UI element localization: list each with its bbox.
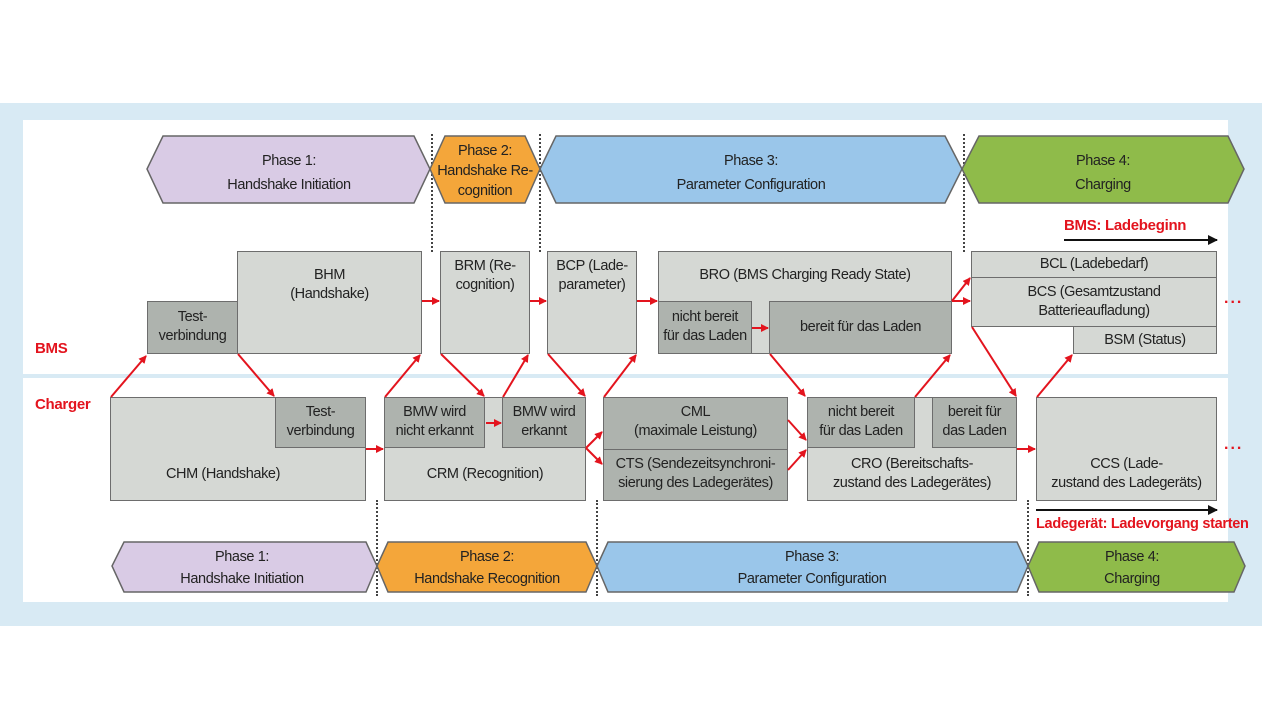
bms-bro-not-ready: nicht bereit für das Laden bbox=[658, 301, 752, 354]
charger-continue-ellipsis: ... bbox=[1224, 436, 1244, 453]
phase-subtitle: Parameter Configuration bbox=[738, 571, 887, 587]
box-text: BCL (Ladebedarf) bbox=[1039, 256, 1149, 272]
box-text: BSM (Status) bbox=[1104, 332, 1186, 348]
box-text: verbindung bbox=[286, 423, 355, 439]
box-text: CRM (Recognition) bbox=[426, 466, 544, 482]
box-text: BHM bbox=[313, 267, 346, 283]
bms-bro-ready: bereit für das Laden bbox=[769, 301, 952, 354]
box-text: BMW wird bbox=[512, 404, 576, 420]
charger-cts-time-sync: CTS (Sendezeitsynchroni- sierung des Lad… bbox=[603, 449, 788, 501]
box-text: Test- bbox=[177, 309, 208, 325]
box-text: BMW wird bbox=[403, 404, 466, 420]
box-text: (maximale Leistung) bbox=[634, 423, 757, 439]
charger-start-label: Ladegerät: Ladevorgang starten bbox=[1036, 516, 1249, 532]
charger-cml-max-power: CML (maximale Leistung) bbox=[603, 397, 788, 450]
phase-title: Phase 3: bbox=[785, 549, 839, 565]
bms-test-connection: Test- verbindung bbox=[147, 301, 238, 354]
phase-separator bbox=[431, 134, 433, 252]
box-text: CCS (Lade- bbox=[1090, 456, 1163, 472]
phase-separator bbox=[1027, 500, 1029, 596]
box-text: CTS (Sendezeitsynchroni- bbox=[615, 456, 776, 472]
box-text: nicht bereit bbox=[827, 404, 895, 420]
bottom-phase-3: Phase 3: Parameter Configuration bbox=[596, 541, 1029, 593]
box-text: BCP (Lade- bbox=[556, 258, 628, 274]
phase-title: Phase 4: bbox=[1105, 549, 1159, 565]
phase-separator bbox=[376, 500, 378, 596]
box-text: CRO (Bereitschafts- bbox=[850, 456, 974, 472]
phase-title: Phase 1: bbox=[215, 549, 269, 565]
box-text: nicht bereit bbox=[671, 309, 739, 325]
box-text: zustand des Ladegerätes) bbox=[832, 475, 992, 491]
bms-bhm-handshake: BHM (Handshake) bbox=[237, 251, 422, 354]
box-text: für das Laden bbox=[819, 423, 903, 439]
box-text: BRM (Re- bbox=[454, 258, 516, 274]
box-text: bereit für bbox=[947, 404, 1002, 420]
phase-subtitle: Handshake Recognition bbox=[414, 571, 560, 587]
box-text: BCS (Gesamtzustand bbox=[1027, 284, 1161, 300]
phase-separator bbox=[596, 500, 598, 596]
charger-test-connection: Test- verbindung bbox=[275, 397, 366, 448]
bottom-phase-4: Phase 4: Charging bbox=[1027, 541, 1246, 593]
phase-subtitle: Charging bbox=[1104, 571, 1160, 587]
phase-title: Phase 2: bbox=[460, 549, 514, 565]
box-text: (Handshake) bbox=[290, 286, 369, 302]
bottom-phase-2: Phase 2: Handshake Recognition bbox=[376, 541, 598, 593]
phase-separator bbox=[539, 134, 541, 252]
top-phase-1: Phase 1: Handshake Initiation bbox=[146, 135, 431, 204]
bms-bcp-parameter: BCP (Lade- parameter) bbox=[547, 251, 637, 354]
bottom-phase-1: Phase 1: Handshake Initiation bbox=[111, 541, 378, 593]
phase-subtitle: Charging bbox=[1075, 177, 1131, 193]
box-text: erkannt bbox=[521, 423, 567, 439]
box-text: für das Laden bbox=[663, 328, 747, 344]
phase-title: Phase 4: bbox=[1076, 153, 1130, 169]
box-text: bereit für das Laden bbox=[800, 319, 921, 335]
box-text: CHM (Handshake) bbox=[165, 466, 281, 482]
phase-title: Phase 2: bbox=[458, 143, 512, 159]
box-text: cognition) bbox=[455, 277, 515, 293]
box-text: Batterieaufladung) bbox=[1038, 303, 1150, 319]
phase-subtitle: cognition bbox=[458, 183, 513, 199]
bms-continue-ellipsis: ... bbox=[1224, 290, 1244, 307]
box-text: Test- bbox=[305, 404, 336, 420]
top-phase-2: Phase 2: Handshake Re- cognition bbox=[429, 135, 541, 204]
box-text: sierung des Ladegerätes) bbox=[618, 475, 773, 491]
phase-subtitle: Handshake Initiation bbox=[180, 571, 304, 587]
box-text: nicht erkannt bbox=[395, 423, 474, 439]
top-phase-3: Phase 3: Parameter Configuration bbox=[539, 135, 963, 204]
charger-bmw-not-recognized: BMW wird nicht erkannt bbox=[384, 397, 485, 448]
bms-bcl-demand: BCL (Ladebedarf) bbox=[971, 251, 1217, 278]
box-text: parameter) bbox=[558, 277, 626, 293]
phase-subtitle: Handshake Initiation bbox=[227, 177, 351, 193]
box-text: CML bbox=[680, 404, 711, 420]
box-text: das Laden bbox=[942, 423, 1007, 439]
bms-brm-recognition: BRM (Re- cognition) bbox=[440, 251, 530, 354]
box-text: zustand des Ladegeräts) bbox=[1051, 475, 1202, 491]
bms-bcs-status: BCS (Gesamtzustand Batterieaufladung) bbox=[971, 277, 1217, 327]
charger-cro-not-ready: nicht bereit für das Laden bbox=[807, 397, 915, 448]
top-phase-4: Phase 4: Charging bbox=[961, 135, 1245, 204]
phase-subtitle: Parameter Configuration bbox=[677, 177, 826, 193]
charger-bmw-recognized: BMW wird erkannt bbox=[502, 397, 586, 448]
bms-start-label: BMS: Ladebeginn bbox=[1064, 217, 1187, 234]
phase-subtitle: Handshake Re- bbox=[437, 163, 533, 179]
lane-label-bms: BMS bbox=[35, 340, 68, 357]
box-text: BRO (BMS Charging Ready State) bbox=[699, 267, 911, 283]
phase-separator bbox=[963, 134, 965, 252]
box-text: verbindung bbox=[158, 328, 227, 344]
charger-ccs-status: CCS (Lade- zustand des Ladegeräts) bbox=[1036, 397, 1217, 501]
bms-bsm-status: BSM (Status) bbox=[1073, 326, 1217, 354]
lane-label-charger: Charger bbox=[35, 396, 91, 413]
charger-cro-ready: bereit für das Laden bbox=[932, 397, 1017, 448]
phase-title: Phase 3: bbox=[724, 153, 778, 169]
phase-title: Phase 1: bbox=[262, 153, 316, 169]
